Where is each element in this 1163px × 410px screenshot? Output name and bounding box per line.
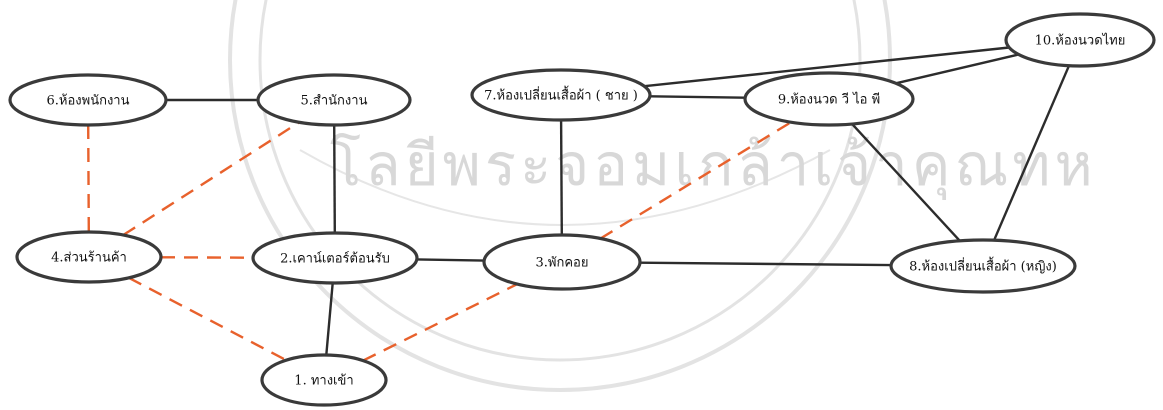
dashed-edge-n4-n5 xyxy=(122,121,300,237)
solid-edge-n3-n7 xyxy=(559,119,563,236)
node-ellipse xyxy=(482,233,642,291)
node-label: 7.ห้องเปลี่ยนเสื้อผ้า ( ชาย ) xyxy=(484,86,638,104)
node-label: 3.พักคอย xyxy=(536,256,589,271)
solid-edge-n9-n10 xyxy=(895,53,1019,85)
node-label: 8.ห้องเปลี่ยนเสื้อผ้า (หญิง) xyxy=(909,257,1057,275)
edges-layer xyxy=(87,46,1071,362)
node-ellipse xyxy=(889,238,1077,294)
node-n1: 1. ทางเข้า xyxy=(260,353,388,407)
dashed-edge-n1-n3 xyxy=(362,283,518,362)
node-n6: 6.ห้องพนักงาน xyxy=(8,73,168,127)
dashed-edge-n3-n9 xyxy=(599,121,792,240)
node-label: 5.สำนักงาน xyxy=(301,94,368,109)
node-label: 9.ห้องนวด วี ไอ พี xyxy=(778,92,880,108)
node-label: 6.ห้องพนักงาน xyxy=(47,94,130,109)
node-ellipse xyxy=(1004,12,1156,68)
node-ellipse xyxy=(251,231,419,285)
nodes-layer: 1. ทางเข้า 2.เคาน์เตอร์ต้อนรับ 3.พักคอย 4.ส… xyxy=(8,12,1156,407)
solid-edge-n7-n9 xyxy=(649,95,746,99)
node-ellipse xyxy=(260,353,388,407)
solid-edge-n7-n10 xyxy=(644,46,1010,88)
node-label: 2.เคาน์เตอร์ต้อนรับ xyxy=(280,251,390,267)
solid-edge-n2-n3 xyxy=(416,258,485,262)
node-ellipse xyxy=(470,68,652,122)
node-n4: 4.ส่วนร้านค้า xyxy=(15,230,163,284)
node-n3: 3.พักคอย xyxy=(482,233,642,291)
dashed-edge-n6-n4 xyxy=(87,124,90,233)
node-ellipse xyxy=(8,73,168,127)
node-n7: 7.ห้องเปลี่ยนเสื้อผ้า ( ชาย ) xyxy=(470,68,652,122)
node-label: 10.ห้องนวดไทย xyxy=(1035,33,1126,49)
dashed-edge-n4-n1 xyxy=(128,276,287,362)
node-ellipse xyxy=(743,71,915,127)
node-label: 1. ทางเข้า xyxy=(294,374,353,389)
solid-edge-n3-n8 xyxy=(639,261,892,267)
node-label: 4.ส่วนร้านค้า xyxy=(51,251,127,266)
node-n2: 2.เคาน์เตอร์ต้อนรับ xyxy=(251,231,419,285)
node-n8: 8.ห้องเปลี่ยนเสื้อผ้า (หญิง) xyxy=(889,238,1077,294)
node-n9: 9.ห้องนวด วี ไอ พี xyxy=(743,71,915,127)
solid-edge-n5-n2 xyxy=(333,124,336,234)
solid-edge-n2-n1 xyxy=(325,282,334,356)
node-n5: 5.สำนักงาน xyxy=(256,73,412,127)
solid-edge-n9-n8 xyxy=(851,123,961,242)
node-ellipse xyxy=(15,230,163,284)
node-n10: 10.ห้องนวดไทย xyxy=(1004,12,1156,68)
node-ellipse xyxy=(256,73,412,127)
solid-edge-n10-n8 xyxy=(992,65,1071,241)
